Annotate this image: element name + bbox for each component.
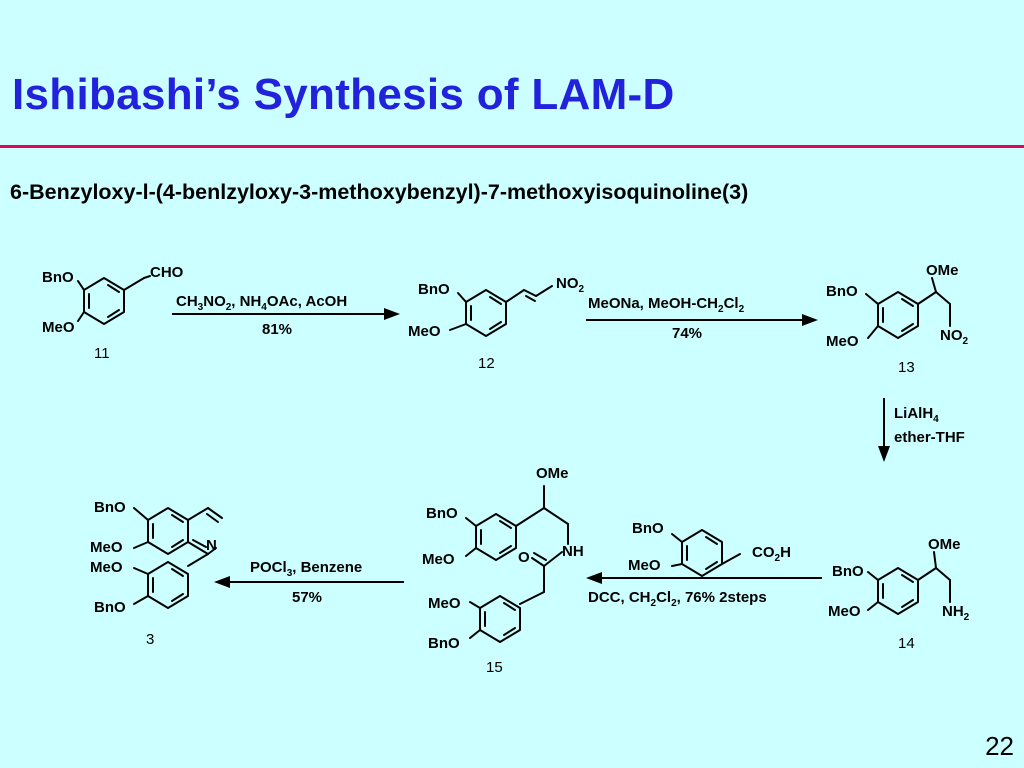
meo-label: MeO [90,559,123,576]
step-1-yield: 81% [262,321,292,338]
compound-15: OMe BnO MeO NH O MeO BnO 15 [422,465,584,676]
isoquinoline-core [133,507,223,567]
ring-12 [449,285,553,337]
co2h-label: CO2H [752,544,791,564]
compound-14: OMe BnO MeO NH2 14 [828,536,970,652]
step-2: MeONa, MeOH-CH2Cl2 74% [586,295,818,342]
step-3-reagent-2: ether-THF [894,429,965,446]
cho-label: CHO [150,264,184,281]
ome-label: OMe [926,262,959,279]
compound-11: BnO MeO CHO 11 [42,264,184,362]
bno-label: BnO [426,505,458,522]
no2-label: NO2 [556,275,585,295]
bno-label: BnO [94,599,126,616]
carbonyl-o-label: O [518,549,530,566]
ring-acid [671,529,741,577]
step-2-reagents: MeONa, MeOH-CH2Cl2 [588,295,745,315]
ring-11 [77,275,151,325]
arrowhead-4 [586,572,602,584]
meo-label: MeO [422,551,455,568]
step-2-yield: 74% [672,325,702,342]
ring-14 [867,551,951,615]
n-label: N [206,537,217,554]
compound-number-15: 15 [486,659,503,676]
compound-number-12: 12 [478,355,495,372]
compound-number-13: 13 [898,359,915,376]
compound-number-3: 3 [146,631,154,648]
step-5: POCl3, Benzene 57% [214,559,404,606]
slide-number: 22 [985,731,1014,761]
ome-label: OMe [536,465,569,482]
meo-label: MeO [628,557,661,574]
nh2-label: NH2 [942,603,970,623]
bno-label: BnO [42,269,74,286]
compound-name: 6-Benzyloxy-l-(4-benlzyloxy-3-methoxyben… [10,180,749,204]
bno-label: BnO [832,563,864,580]
compound-number-11: 11 [94,345,110,362]
arrowhead-3 [878,446,890,462]
meo-label: MeO [826,333,859,350]
compound-13: OMe BnO MeO NO2 13 [826,262,969,376]
step-1-reagents: CH3NO2, NH4OAc, AcOH [176,293,347,313]
ring-15-top [465,485,569,561]
meo-label: MeO [408,323,441,340]
meo-label: MeO [828,603,861,620]
bno-label: BnO [418,281,450,298]
no2-label: NO2 [940,327,969,347]
compound-12: BnO MeO NO2 12 [408,275,585,372]
compound-3: BnO N MeO MeO BnO 3 [90,499,223,648]
arrowhead-2 [802,314,818,326]
meo-label: MeO [42,319,75,336]
step-5-yield: 57% [292,589,322,606]
step-3-reagent-1: LiAlH4 [894,405,939,425]
ring-13 [865,277,951,339]
step-3: LiAlH4 ether-THF [878,398,965,462]
step-5-reagents: POCl3, Benzene [250,559,362,579]
bno-label: BnO [632,520,664,537]
title-divider [0,145,1024,148]
arrowhead-1 [384,308,400,320]
arrowhead-5 [214,576,230,588]
ring-15-bottom [469,595,521,643]
bno-label: BnO [826,283,858,300]
ome-label: OMe [928,536,961,553]
slide-title: Ishibashi’s Synthesis of LAM-D [12,70,675,119]
amide-15 [519,551,563,605]
step-4-reagents: DCC, CH2Cl2, 76% 2steps [588,589,767,609]
step-1: CH3NO2, NH4OAc, AcOH 81% [172,293,400,338]
nh-label: NH [562,543,584,560]
step-4: DCC, CH2Cl2, 76% 2steps [586,572,822,609]
meo-label: MeO [428,595,461,612]
bno-label: BnO [428,635,460,652]
benzyl-ring-3 [133,561,189,609]
bno-label: BnO [94,499,126,516]
acid-reagent: BnO MeO CO2H [628,520,791,577]
meo-label: MeO [90,539,123,556]
compound-number-14: 14 [898,635,915,652]
